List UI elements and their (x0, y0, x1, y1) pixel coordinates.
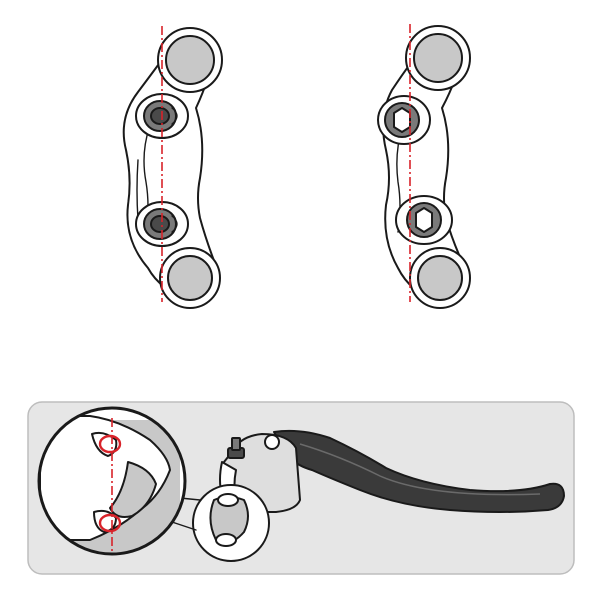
lower-bore-marker (98, 513, 122, 533)
lever-blade-highlight (299, 443, 541, 496)
hex-socket-bolt-side-icon (135, 201, 189, 247)
right-bottom-hole (417, 255, 463, 301)
lever-panel (27, 401, 575, 575)
hex-socket-bolt-side-icon (135, 93, 189, 139)
bleed-nipple (231, 437, 241, 451)
hex-socket-bolt-top-icon (377, 95, 431, 145)
right-top-hole (413, 33, 463, 83)
hex-socket-bolt-top-icon (395, 195, 453, 245)
lever-blade (273, 429, 565, 513)
zoom-detail-circle-icon (37, 406, 187, 556)
left-top-hole (165, 35, 215, 85)
upper-bore-marker (98, 434, 122, 454)
left-clamp-diagram (122, 26, 223, 309)
small-detail-circle (192, 484, 270, 562)
magnifier-connector-bottom (171, 521, 197, 531)
left-bottom-hole (167, 255, 213, 301)
right-clamp-diagram (377, 24, 471, 309)
pivot-screw (264, 434, 280, 450)
